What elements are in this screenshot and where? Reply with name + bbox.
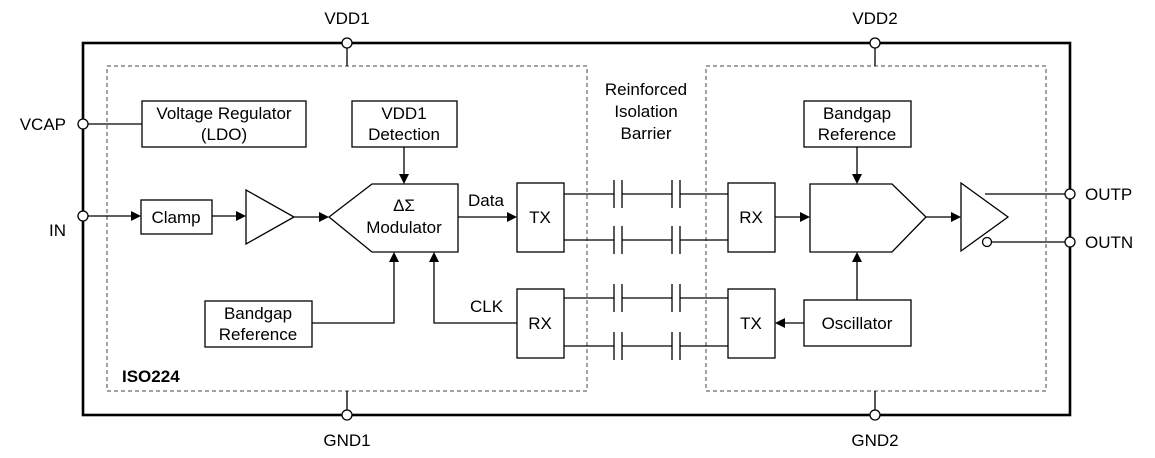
bandgap-left-line2: Reference xyxy=(219,325,297,344)
vdd2-label: VDD2 xyxy=(852,9,897,28)
package-outline xyxy=(81,41,1072,417)
vcap-label: VCAP xyxy=(20,115,66,134)
gnd1-label: GND1 xyxy=(323,431,370,450)
bandgap-right-line1: Bandgap xyxy=(823,104,891,123)
outp-label: OUTP xyxy=(1085,185,1132,204)
data-signal-label: Data xyxy=(468,191,504,210)
modulator-label: Modulator xyxy=(366,218,442,237)
voltage-regulator-line1: Voltage Regulator xyxy=(156,104,291,123)
bandgap-reference-left-block xyxy=(204,300,313,348)
input-buffer-amplifier xyxy=(245,188,296,246)
voltage-regulator-line2: (LDO) xyxy=(201,125,247,144)
isolation-capacitor-channels xyxy=(564,180,728,360)
rx-right-block xyxy=(727,182,776,253)
device-name-label: ISO224 xyxy=(122,367,180,386)
clk-signal-label: CLK xyxy=(470,297,504,316)
barrier-label-line2: Isolation xyxy=(614,102,677,121)
output-inversion-bubble xyxy=(981,236,993,248)
secondary-side-region xyxy=(705,65,1047,392)
modulator-symbol: ΔΣ xyxy=(393,196,415,215)
gnd2-pin xyxy=(869,409,881,421)
vdd2-pin xyxy=(869,37,881,49)
filter-block xyxy=(809,183,927,253)
oscillator-label: Oscillator xyxy=(822,314,893,333)
clamp-label: Clamp xyxy=(151,208,200,227)
in-pin xyxy=(77,210,89,222)
output-buffer-amplifier xyxy=(960,181,1010,253)
clamp-block xyxy=(140,199,213,235)
bandgap-left-line1: Bandgap xyxy=(224,304,292,323)
gnd1-pin xyxy=(341,409,353,421)
barrier-label-line3: Barrier xyxy=(620,124,671,143)
oscillator-block xyxy=(803,299,912,347)
rx-left-label: RX xyxy=(528,314,552,333)
vdd1-detection-line1: VDD1 xyxy=(381,104,426,123)
bandgap-right-line2: Reference xyxy=(818,125,896,144)
voltage-regulator-block xyxy=(141,100,307,148)
vdd1-detection-line2: Detection xyxy=(368,125,440,144)
outn-pin xyxy=(1064,236,1076,248)
tx-right-label: TX xyxy=(740,314,762,333)
in-label: IN xyxy=(49,221,66,240)
vdd1-detection-block xyxy=(351,100,458,148)
tx-right-block xyxy=(727,288,776,359)
vcap-pin xyxy=(77,118,89,130)
rx-left-block xyxy=(516,288,565,359)
vdd1-pin xyxy=(341,37,353,49)
barrier-label-line1: Reinforced xyxy=(605,80,687,99)
outp-pin xyxy=(1064,188,1076,200)
vdd1-label: VDD1 xyxy=(324,9,369,28)
tx-left-block xyxy=(516,182,565,253)
delta-sigma-modulator-block xyxy=(327,183,459,253)
gnd2-label: GND2 xyxy=(851,431,898,450)
tx-left-label: TX xyxy=(529,208,551,227)
rx-right-label: RX xyxy=(739,208,763,227)
bandgap-reference-right-block xyxy=(803,100,912,148)
outn-label: OUTN xyxy=(1085,233,1133,252)
